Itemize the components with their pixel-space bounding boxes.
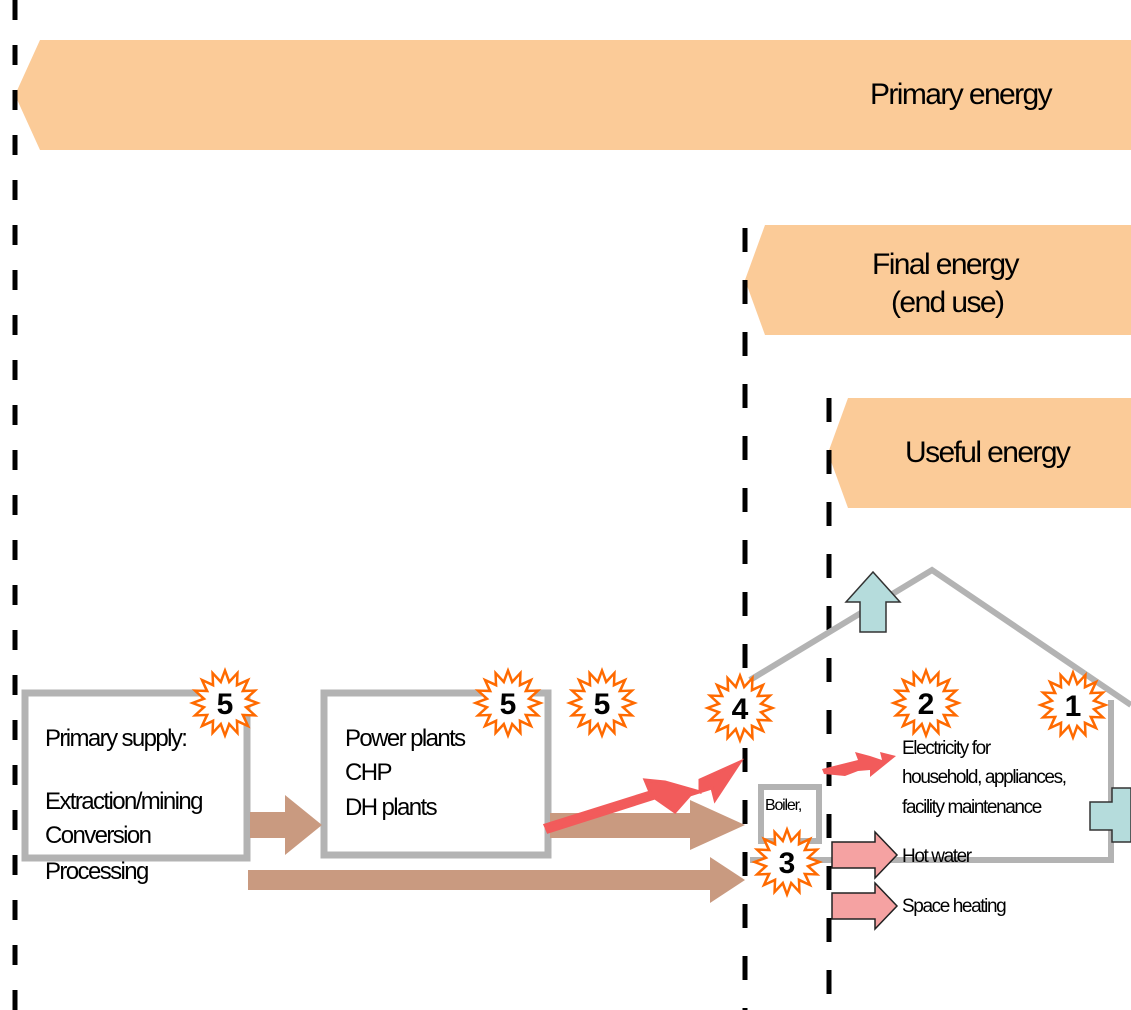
burst-inner bbox=[573, 674, 631, 732]
primary-supply-title: Primary supply: bbox=[45, 725, 188, 752]
marker-number: 4 bbox=[732, 693, 749, 726]
boiler-label: Boiler, bbox=[765, 797, 802, 814]
loss-arrow-up bbox=[844, 570, 902, 633]
primary-energy-band bbox=[15, 40, 1131, 150]
burst-inner bbox=[1044, 676, 1102, 734]
space-heating-arrow bbox=[831, 881, 899, 931]
final-energy-sublabel: (end use) bbox=[891, 286, 1005, 319]
useful-energy-label: Useful energy bbox=[905, 436, 1071, 469]
loss-arrow-right bbox=[1089, 787, 1131, 843]
marker-number: 5 bbox=[500, 688, 517, 721]
impact-marker-3: 3 bbox=[751, 826, 823, 898]
burst-inner bbox=[758, 833, 816, 891]
hot-water-label: Hot water bbox=[902, 846, 972, 867]
power-plants-line: DH plants bbox=[345, 794, 438, 821]
flow-arrow-supply-to-plants bbox=[250, 795, 322, 855]
impact-marker-5: 5 bbox=[566, 667, 638, 739]
burst-inner bbox=[196, 674, 254, 732]
marker-number: 2 bbox=[918, 688, 935, 721]
space-heating-label: Space heating bbox=[902, 896, 1007, 917]
impact-marker-4: 4 bbox=[704, 672, 776, 744]
electricity-bolt-large bbox=[542, 758, 745, 834]
electricity-bolt-small bbox=[822, 752, 896, 777]
electricity-label: household, appliances, bbox=[902, 767, 1067, 788]
impact-marker-5: 5 bbox=[472, 667, 544, 739]
burst-inner bbox=[711, 679, 769, 737]
impact-marker-1: 1 bbox=[1037, 669, 1109, 741]
final-energy-band bbox=[745, 225, 1131, 335]
electricity-label: facility maintenance bbox=[902, 797, 1042, 818]
marker-number: 3 bbox=[779, 847, 796, 880]
flow-arrow-plants-to-enduse bbox=[550, 800, 745, 850]
marker-number: 5 bbox=[594, 688, 611, 721]
power-plants-line: CHP bbox=[345, 759, 392, 786]
primary-supply-line: Processing bbox=[45, 858, 149, 885]
house-outline bbox=[748, 566, 1131, 708]
marker-number: 1 bbox=[1065, 690, 1082, 723]
marker-number: 5 bbox=[217, 688, 234, 721]
primary-supply-box bbox=[21, 689, 251, 862]
flow-arrow-supply-to-enduse bbox=[248, 857, 745, 903]
burst-inner bbox=[897, 674, 955, 732]
impact-marker-2: 2 bbox=[890, 667, 962, 739]
power-plants-line: Power plants bbox=[345, 725, 466, 752]
primary-energy-label: Primary energy bbox=[870, 78, 1053, 111]
electricity-label: Electricity for bbox=[902, 738, 991, 759]
burst-inner bbox=[479, 674, 537, 732]
impact-marker-5: 5 bbox=[189, 667, 261, 739]
primary-supply-line: Extraction/mining bbox=[45, 788, 203, 815]
useful-energy-band bbox=[828, 398, 1131, 508]
hot-water-arrow bbox=[831, 830, 899, 880]
final-energy-label: Final energy bbox=[872, 248, 1019, 281]
primary-supply-line: Conversion bbox=[45, 822, 152, 849]
